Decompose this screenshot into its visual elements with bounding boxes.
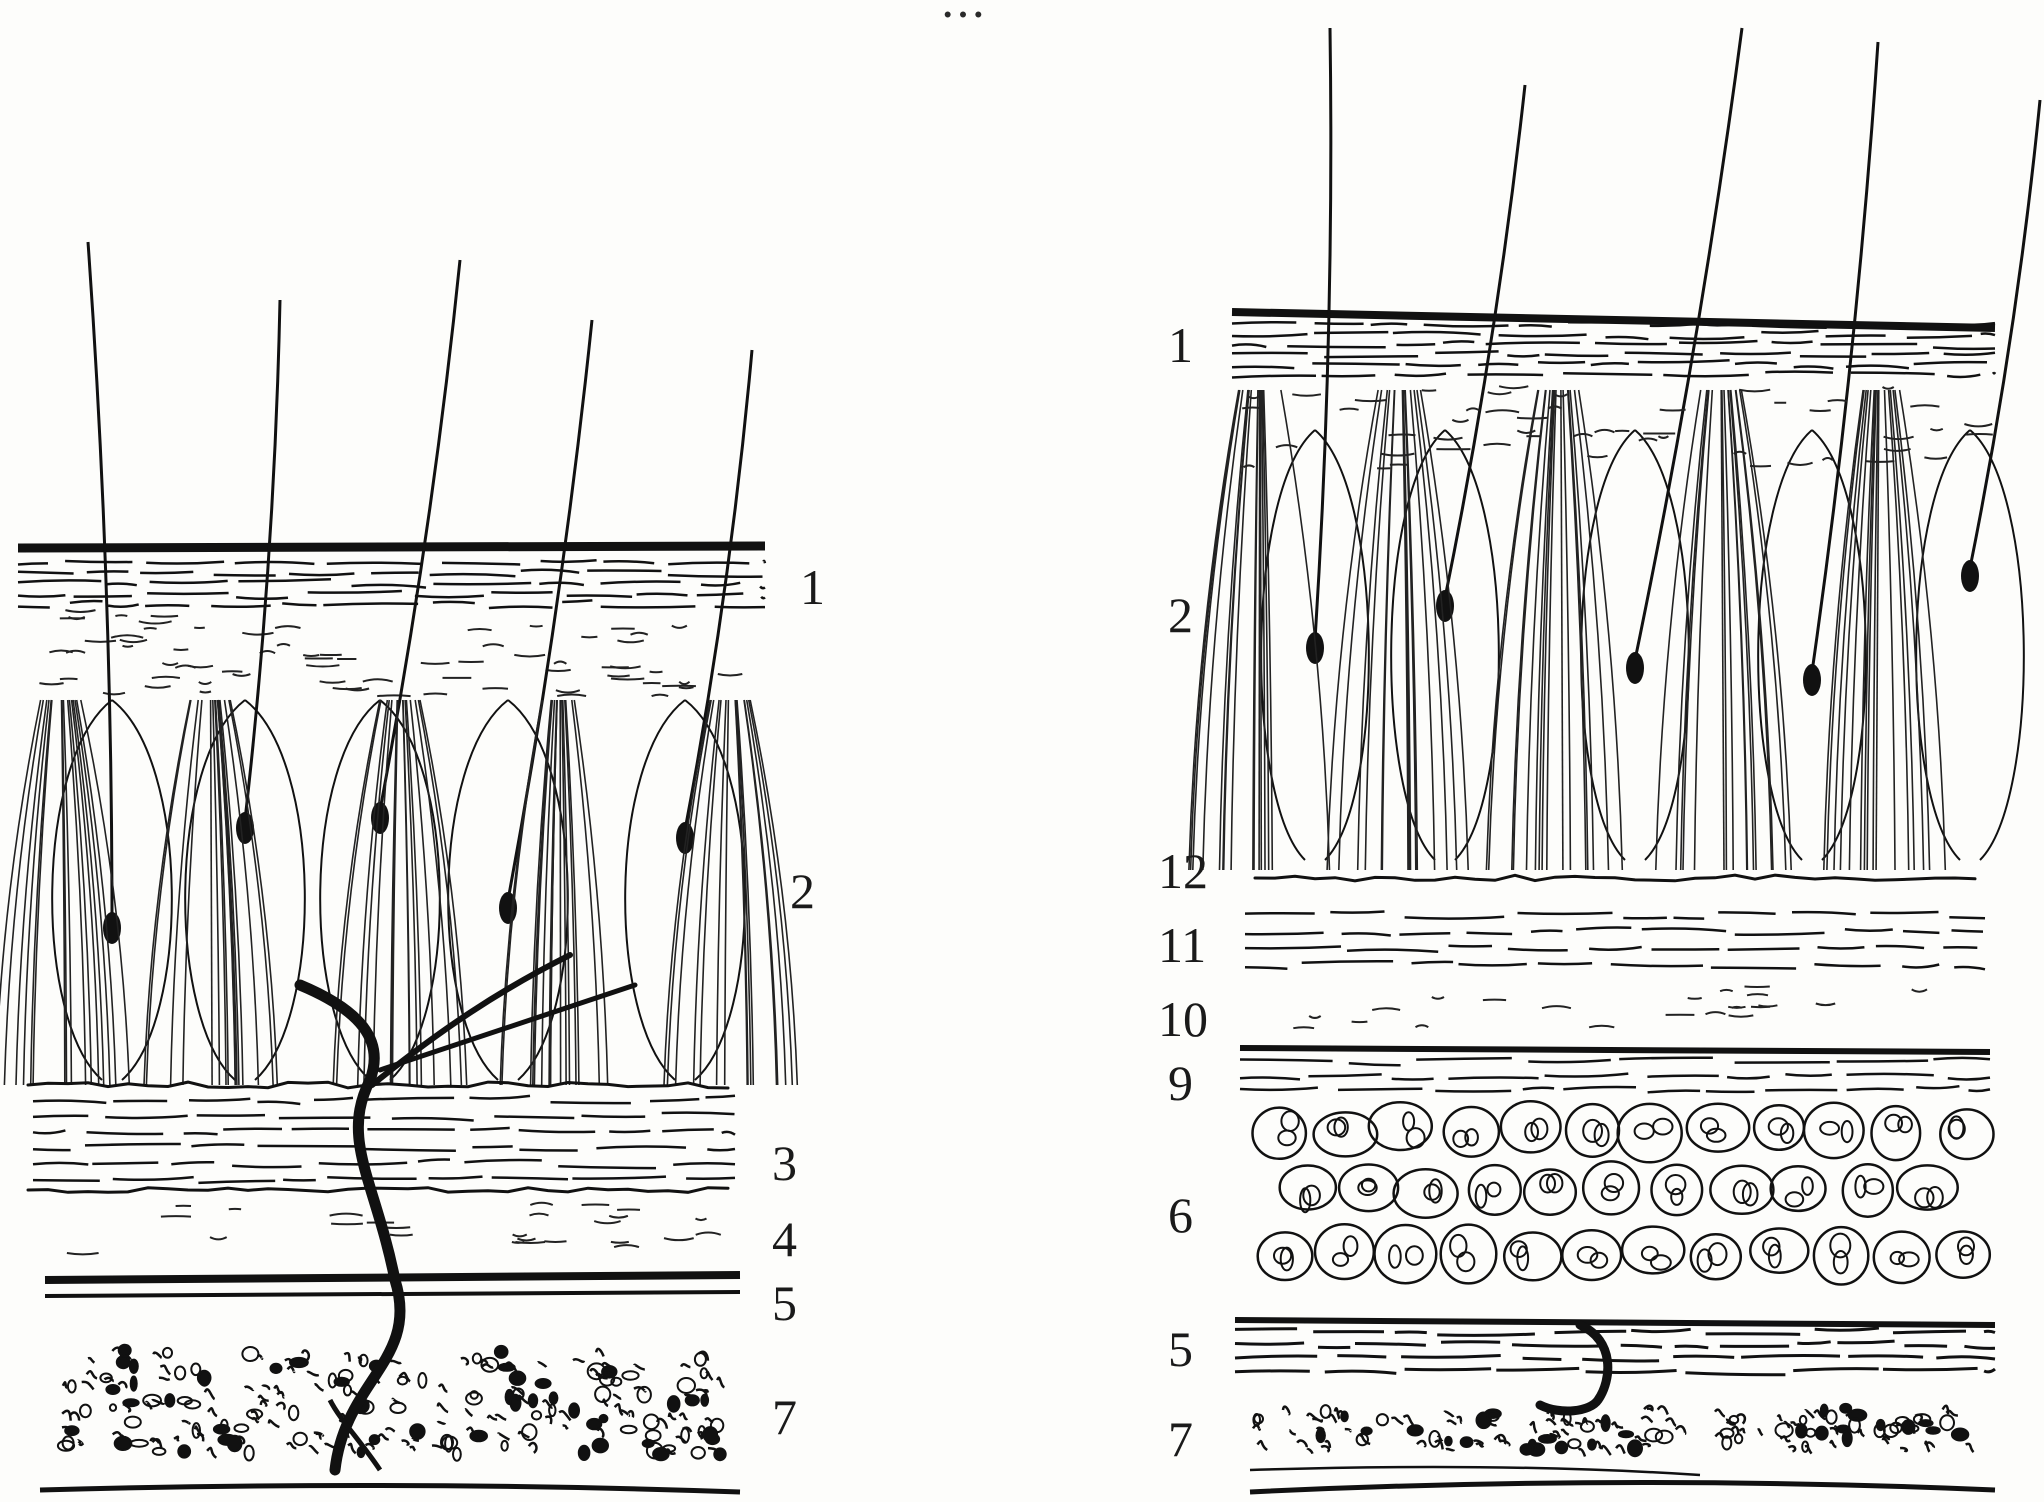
layer-5-line-a bbox=[1235, 1320, 1995, 1325]
right-label-2: 2 bbox=[1168, 590, 1193, 640]
right-label-7: 7 bbox=[1168, 1414, 1193, 1464]
left-label-3: 3 bbox=[772, 1138, 797, 1188]
layer-9-fibers bbox=[1240, 1058, 1990, 1093]
dermis-fibers bbox=[1486, 390, 1622, 870]
layer-5-line-b bbox=[45, 1292, 740, 1296]
layer-7-texture bbox=[58, 1345, 726, 1461]
left-label-4: 4 bbox=[772, 1214, 797, 1264]
layer-10-texture bbox=[1293, 987, 1927, 1029]
hair-shaft bbox=[508, 320, 592, 900]
hair-bulb bbox=[1961, 560, 1979, 592]
left-label-1: 1 bbox=[800, 562, 825, 612]
dermis-fibers bbox=[500, 700, 608, 1085]
epidermis-surface-line bbox=[18, 546, 765, 548]
layer-3-boundary bbox=[28, 1188, 728, 1193]
hair bbox=[1803, 42, 1878, 696]
dermis-fibers bbox=[1189, 390, 1330, 870]
right-label-11: 11 bbox=[1158, 920, 1206, 970]
epidermis-layer bbox=[1232, 322, 1995, 378]
layer-9-line-a bbox=[1240, 1048, 1990, 1052]
hair-shaft bbox=[245, 300, 280, 820]
dermis-fibers bbox=[664, 700, 797, 1085]
right-skin-section bbox=[1189, 28, 2040, 1492]
layer-6-adipocytes bbox=[1253, 1101, 1994, 1284]
hair bbox=[499, 320, 592, 924]
layer-12-line bbox=[1255, 875, 1975, 881]
epidermis-layer bbox=[18, 560, 765, 608]
layer-7-texture bbox=[1253, 1404, 1974, 1457]
layer-5-fibers bbox=[1235, 1328, 1995, 1375]
dermis-fibers bbox=[144, 700, 277, 1085]
left-label-7: 7 bbox=[772, 1392, 797, 1442]
left-label-2: 2 bbox=[790, 866, 815, 916]
left-label-5: 5 bbox=[772, 1278, 797, 1328]
follicle-outline bbox=[1581, 430, 1689, 860]
bottom-line bbox=[40, 1485, 740, 1492]
follicle-outline bbox=[185, 700, 305, 1080]
right-label-6: 6 bbox=[1168, 1190, 1193, 1240]
layer-3-fibers bbox=[33, 1096, 735, 1183]
right-label-9: 9 bbox=[1168, 1058, 1193, 1108]
hair bbox=[1961, 100, 2040, 592]
hair-shaft bbox=[685, 350, 752, 830]
papillary-dermis-texture bbox=[39, 610, 742, 696]
right-label-1: 1 bbox=[1168, 320, 1193, 370]
dermis-fibers bbox=[1656, 390, 1791, 870]
right-label-10: 10 bbox=[1158, 994, 1208, 1044]
hair-bulb bbox=[1803, 664, 1821, 696]
layer-11-fibers bbox=[1245, 912, 1985, 970]
bottom-line-inner bbox=[1250, 1467, 1700, 1475]
layer-4-texture bbox=[67, 1203, 721, 1255]
left-skin-section bbox=[0, 242, 797, 1492]
dermis-fibers bbox=[1327, 390, 1468, 870]
right-label-5: 5 bbox=[1168, 1324, 1193, 1374]
bottom-line bbox=[1250, 1482, 1995, 1492]
right-label-12: 12 bbox=[1158, 846, 1208, 896]
upper-dermis-texture bbox=[1242, 386, 1993, 468]
hair-bulb bbox=[1626, 652, 1644, 684]
